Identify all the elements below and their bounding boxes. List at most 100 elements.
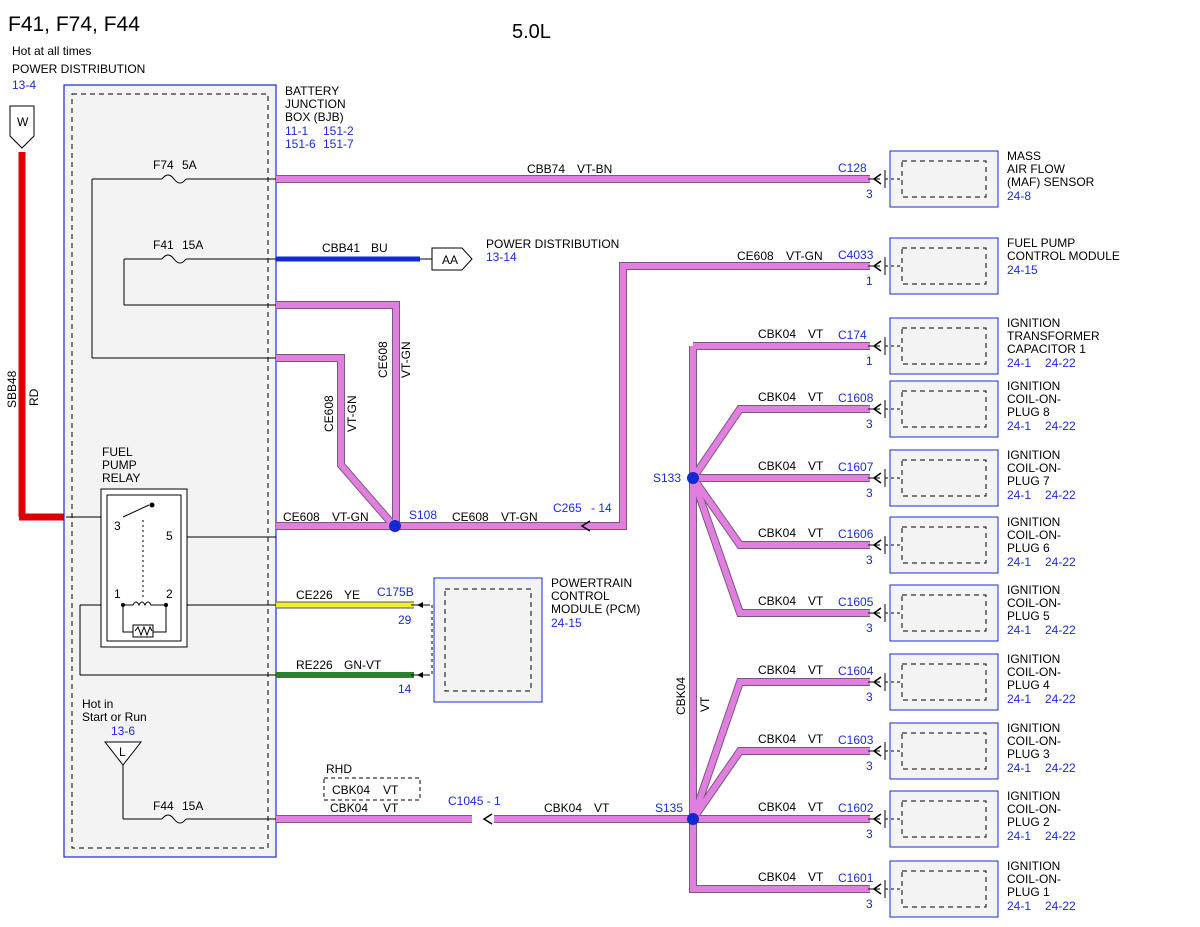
component-ref2-2[interactable]: 24-22 <box>1045 356 1076 370</box>
relay-pin-2: 2 <box>166 587 173 601</box>
component-connector-7[interactable]: C1604 <box>838 664 874 678</box>
component-connector-0[interactable]: C128 <box>838 161 867 175</box>
component-connector-9[interactable]: C1602 <box>838 801 874 815</box>
component-box-3 <box>889 380 999 438</box>
component-ref1-8[interactable]: 24-1 <box>1007 761 1031 775</box>
feed-ref[interactable]: 13-4 <box>12 78 36 92</box>
component-connector-8[interactable]: C1603 <box>838 733 874 747</box>
component-connector-5[interactable]: C1606 <box>838 527 874 541</box>
c265-label[interactable]: C265 <box>553 501 582 515</box>
bjb-ref-b1[interactable]: 151-6 <box>285 137 316 151</box>
component-ref2-7[interactable]: 24-22 <box>1045 692 1076 706</box>
component-label-2-0: AIR FLOW <box>1007 162 1066 176</box>
splice-s108[interactable] <box>389 520 401 532</box>
relay-label-3: RELAY <box>102 471 140 485</box>
bjb-ref-a2[interactable]: 151-2 <box>323 124 354 138</box>
component-ref1-0[interactable]: 24-8 <box>1007 189 1031 203</box>
component-ref2-8[interactable]: 24-22 <box>1045 761 1076 775</box>
component-box-0 <box>889 150 999 208</box>
component-connector-2[interactable]: C174 <box>838 328 867 342</box>
component-ref1-3[interactable]: 24-1 <box>1007 419 1031 433</box>
relay-coil-icon <box>123 601 166 607</box>
component-connector-10[interactable]: C1601 <box>838 871 874 885</box>
component-arrow-icon-2 <box>872 340 882 352</box>
pcm-connector-c175b[interactable]: C175B <box>377 585 414 599</box>
component-label-2-10: COIL-ON- <box>1007 872 1061 886</box>
splice-s135[interactable] <box>687 813 699 825</box>
component-ref2-9[interactable]: 24-22 <box>1045 829 1076 843</box>
bjb-ref-b2[interactable]: 151-7 <box>323 137 354 151</box>
component-ref1-5[interactable]: 24-1 <box>1007 555 1031 569</box>
component-label-1-2: IGNITION <box>1007 316 1060 330</box>
cbk04-color-mid: VT <box>594 801 610 815</box>
aa-connector-ref[interactable]: 13-14 <box>486 250 517 264</box>
component-box-7 <box>889 653 999 711</box>
component-ref1-7[interactable]: 24-1 <box>1007 692 1031 706</box>
component-label-1-1: FUEL PUMP <box>1007 236 1075 250</box>
component-ref2-3[interactable]: 24-22 <box>1045 419 1076 433</box>
component-ref2-6[interactable]: 24-22 <box>1045 623 1076 637</box>
ce608-color-vert1: VT-GN <box>399 341 413 378</box>
component-label-3-4: PLUG 7 <box>1007 474 1050 488</box>
component-inner-box-9 <box>901 800 987 838</box>
component-connector-3[interactable]: C1608 <box>838 391 874 405</box>
component-label-2-4: COIL-ON- <box>1007 461 1061 475</box>
component-ref2-10[interactable]: 24-22 <box>1045 899 1076 913</box>
component-wire-color-3: VT <box>808 390 824 404</box>
cbk04-color-vert: VT <box>698 696 712 712</box>
component-label-2-3: COIL-ON- <box>1007 392 1061 406</box>
f41-rating: 15A <box>182 238 203 252</box>
re226-circuit: RE226 <box>296 658 333 672</box>
relay-resistor-zigzag <box>134 625 153 637</box>
component-connector-6[interactable]: C1605 <box>838 595 874 609</box>
component-connector-1[interactable]: C4033 <box>838 248 874 262</box>
pcm-label-3: MODULE (PCM) <box>551 602 640 616</box>
component-pin-7: 3 <box>866 690 873 704</box>
sbb48-color: RD <box>27 388 41 406</box>
splice-s108-label[interactable]: S108 <box>409 508 437 522</box>
bjb-ref-a1[interactable]: 11-1 <box>285 124 308 138</box>
relay-pin-3: 3 <box>114 519 121 533</box>
component-inner-box-3 <box>901 390 987 428</box>
c265-arrow-icon <box>580 520 591 532</box>
component-label-1-0: MASS <box>1007 149 1041 163</box>
component-ref2-5[interactable]: 24-22 <box>1045 555 1076 569</box>
component-ref1-10[interactable]: 24-1 <box>1007 899 1031 913</box>
component-ref1-9[interactable]: 24-1 <box>1007 829 1031 843</box>
sbb48-circuit: SBB48 <box>5 370 19 408</box>
splice-s135-label[interactable]: S135 <box>655 801 683 815</box>
component-label-2-8: COIL-ON- <box>1007 734 1061 748</box>
component-inner-box-2 <box>901 327 987 365</box>
component-wire-color-7: VT <box>808 663 824 677</box>
c1045-label[interactable]: C1045 - 1 <box>448 794 501 808</box>
pcm-pin-14: 14 <box>398 682 412 696</box>
component-ref1-1[interactable]: 24-15 <box>1007 263 1038 277</box>
component-wire-circuit-10: CBK04 <box>758 870 796 884</box>
relay-switch-arm <box>122 504 150 518</box>
component-ref1-6[interactable]: 24-1 <box>1007 623 1031 637</box>
splice-s133[interactable] <box>687 472 699 484</box>
fuse-f74-icon <box>161 174 187 184</box>
component-ref2-4[interactable]: 24-22 <box>1045 488 1076 502</box>
component-box-6 <box>889 584 999 642</box>
component-wire-color-6: VT <box>808 594 824 608</box>
rhd-box <box>323 777 421 801</box>
component-label-1-8: IGNITION <box>1007 721 1060 735</box>
fuse-f41-icon <box>161 254 187 264</box>
component-ref1-4[interactable]: 24-1 <box>1007 488 1031 502</box>
bjb-box <box>63 84 277 858</box>
f41-id: F41 <box>153 238 174 252</box>
component-label-3-5: PLUG 6 <box>1007 541 1050 555</box>
component-label-1-6: IGNITION <box>1007 583 1060 597</box>
pcm-ref[interactable]: 24-15 <box>551 616 582 630</box>
hot-run-ref[interactable]: 13-6 <box>111 724 135 738</box>
component-connector-4[interactable]: C1607 <box>838 460 874 474</box>
component-inner-box-4 <box>901 459 987 497</box>
w-connector-label: W <box>17 115 29 129</box>
component-label-2-7: COIL-ON- <box>1007 665 1061 679</box>
splice-s133-label[interactable]: S133 <box>653 471 681 485</box>
component-ref1-2[interactable]: 24-1 <box>1007 356 1031 370</box>
component-pin-2: 1 <box>866 354 873 368</box>
component-pin-4: 3 <box>866 486 873 500</box>
